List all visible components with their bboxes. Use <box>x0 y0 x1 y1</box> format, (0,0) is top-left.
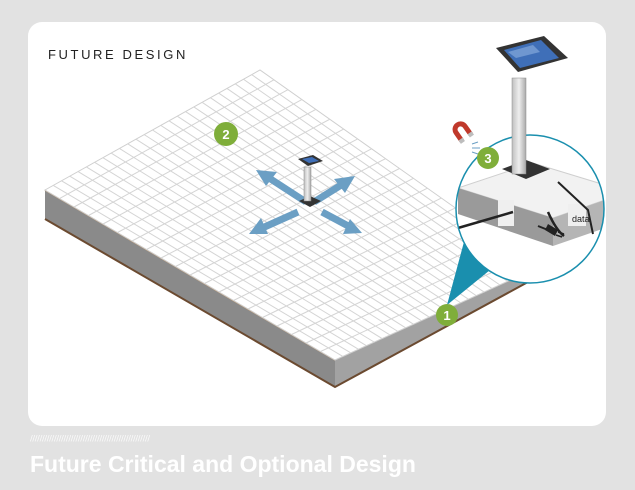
marker-3-circle <box>477 147 499 169</box>
marker-2-label: 2 <box>222 127 229 142</box>
floor-side-right <box>335 267 539 387</box>
detail-floor-cutaway <box>456 162 604 246</box>
small-kiosk <box>298 155 323 207</box>
grid-line <box>73 89 289 208</box>
grid-line <box>117 118 330 233</box>
grid-line <box>160 148 372 259</box>
diagram-panel: data 1 2 3 <box>28 22 606 426</box>
marker-2-circle <box>214 122 238 146</box>
magnet-icon <box>452 121 474 144</box>
footer-decoration: ////////////////////////////////////////… <box>30 434 150 443</box>
footer-caption: Future Critical and Optional Design <box>30 451 416 477</box>
grid-line <box>59 79 275 199</box>
grid-line <box>131 128 344 242</box>
marker-3-label: 3 <box>484 151 491 166</box>
grid-line <box>204 177 414 284</box>
grid-line <box>276 227 484 327</box>
grid-line <box>262 217 470 318</box>
floor-side-left <box>45 190 335 387</box>
detail-circle-border <box>455 134 605 284</box>
floor-bottom-edge <box>44 218 540 389</box>
grid-line <box>146 138 358 250</box>
grid-line <box>233 197 442 301</box>
grid-line <box>102 108 317 225</box>
grid-line <box>320 256 526 352</box>
movement-arrows <box>249 170 362 234</box>
power-plug-icon <box>545 224 558 236</box>
grid-line <box>175 158 386 267</box>
grid-line <box>218 187 428 293</box>
large-kiosk <box>496 36 568 179</box>
magnet-field-lines <box>471 141 480 155</box>
marker-1-label: 1 <box>443 308 450 323</box>
grid-line <box>88 99 303 216</box>
floor-grid <box>53 74 532 357</box>
cable-data-label: data <box>572 214 590 224</box>
marker-2: 2 <box>214 122 238 146</box>
grid-line <box>189 168 400 276</box>
marker-3: 3 <box>477 147 499 169</box>
floor-scene: data 1 2 3 <box>43 36 605 389</box>
marker-1: 1 <box>436 304 458 326</box>
marker-1-circle <box>436 304 458 326</box>
panel-title: FUTURE DESIGN <box>48 47 188 62</box>
grid-line <box>247 207 456 310</box>
